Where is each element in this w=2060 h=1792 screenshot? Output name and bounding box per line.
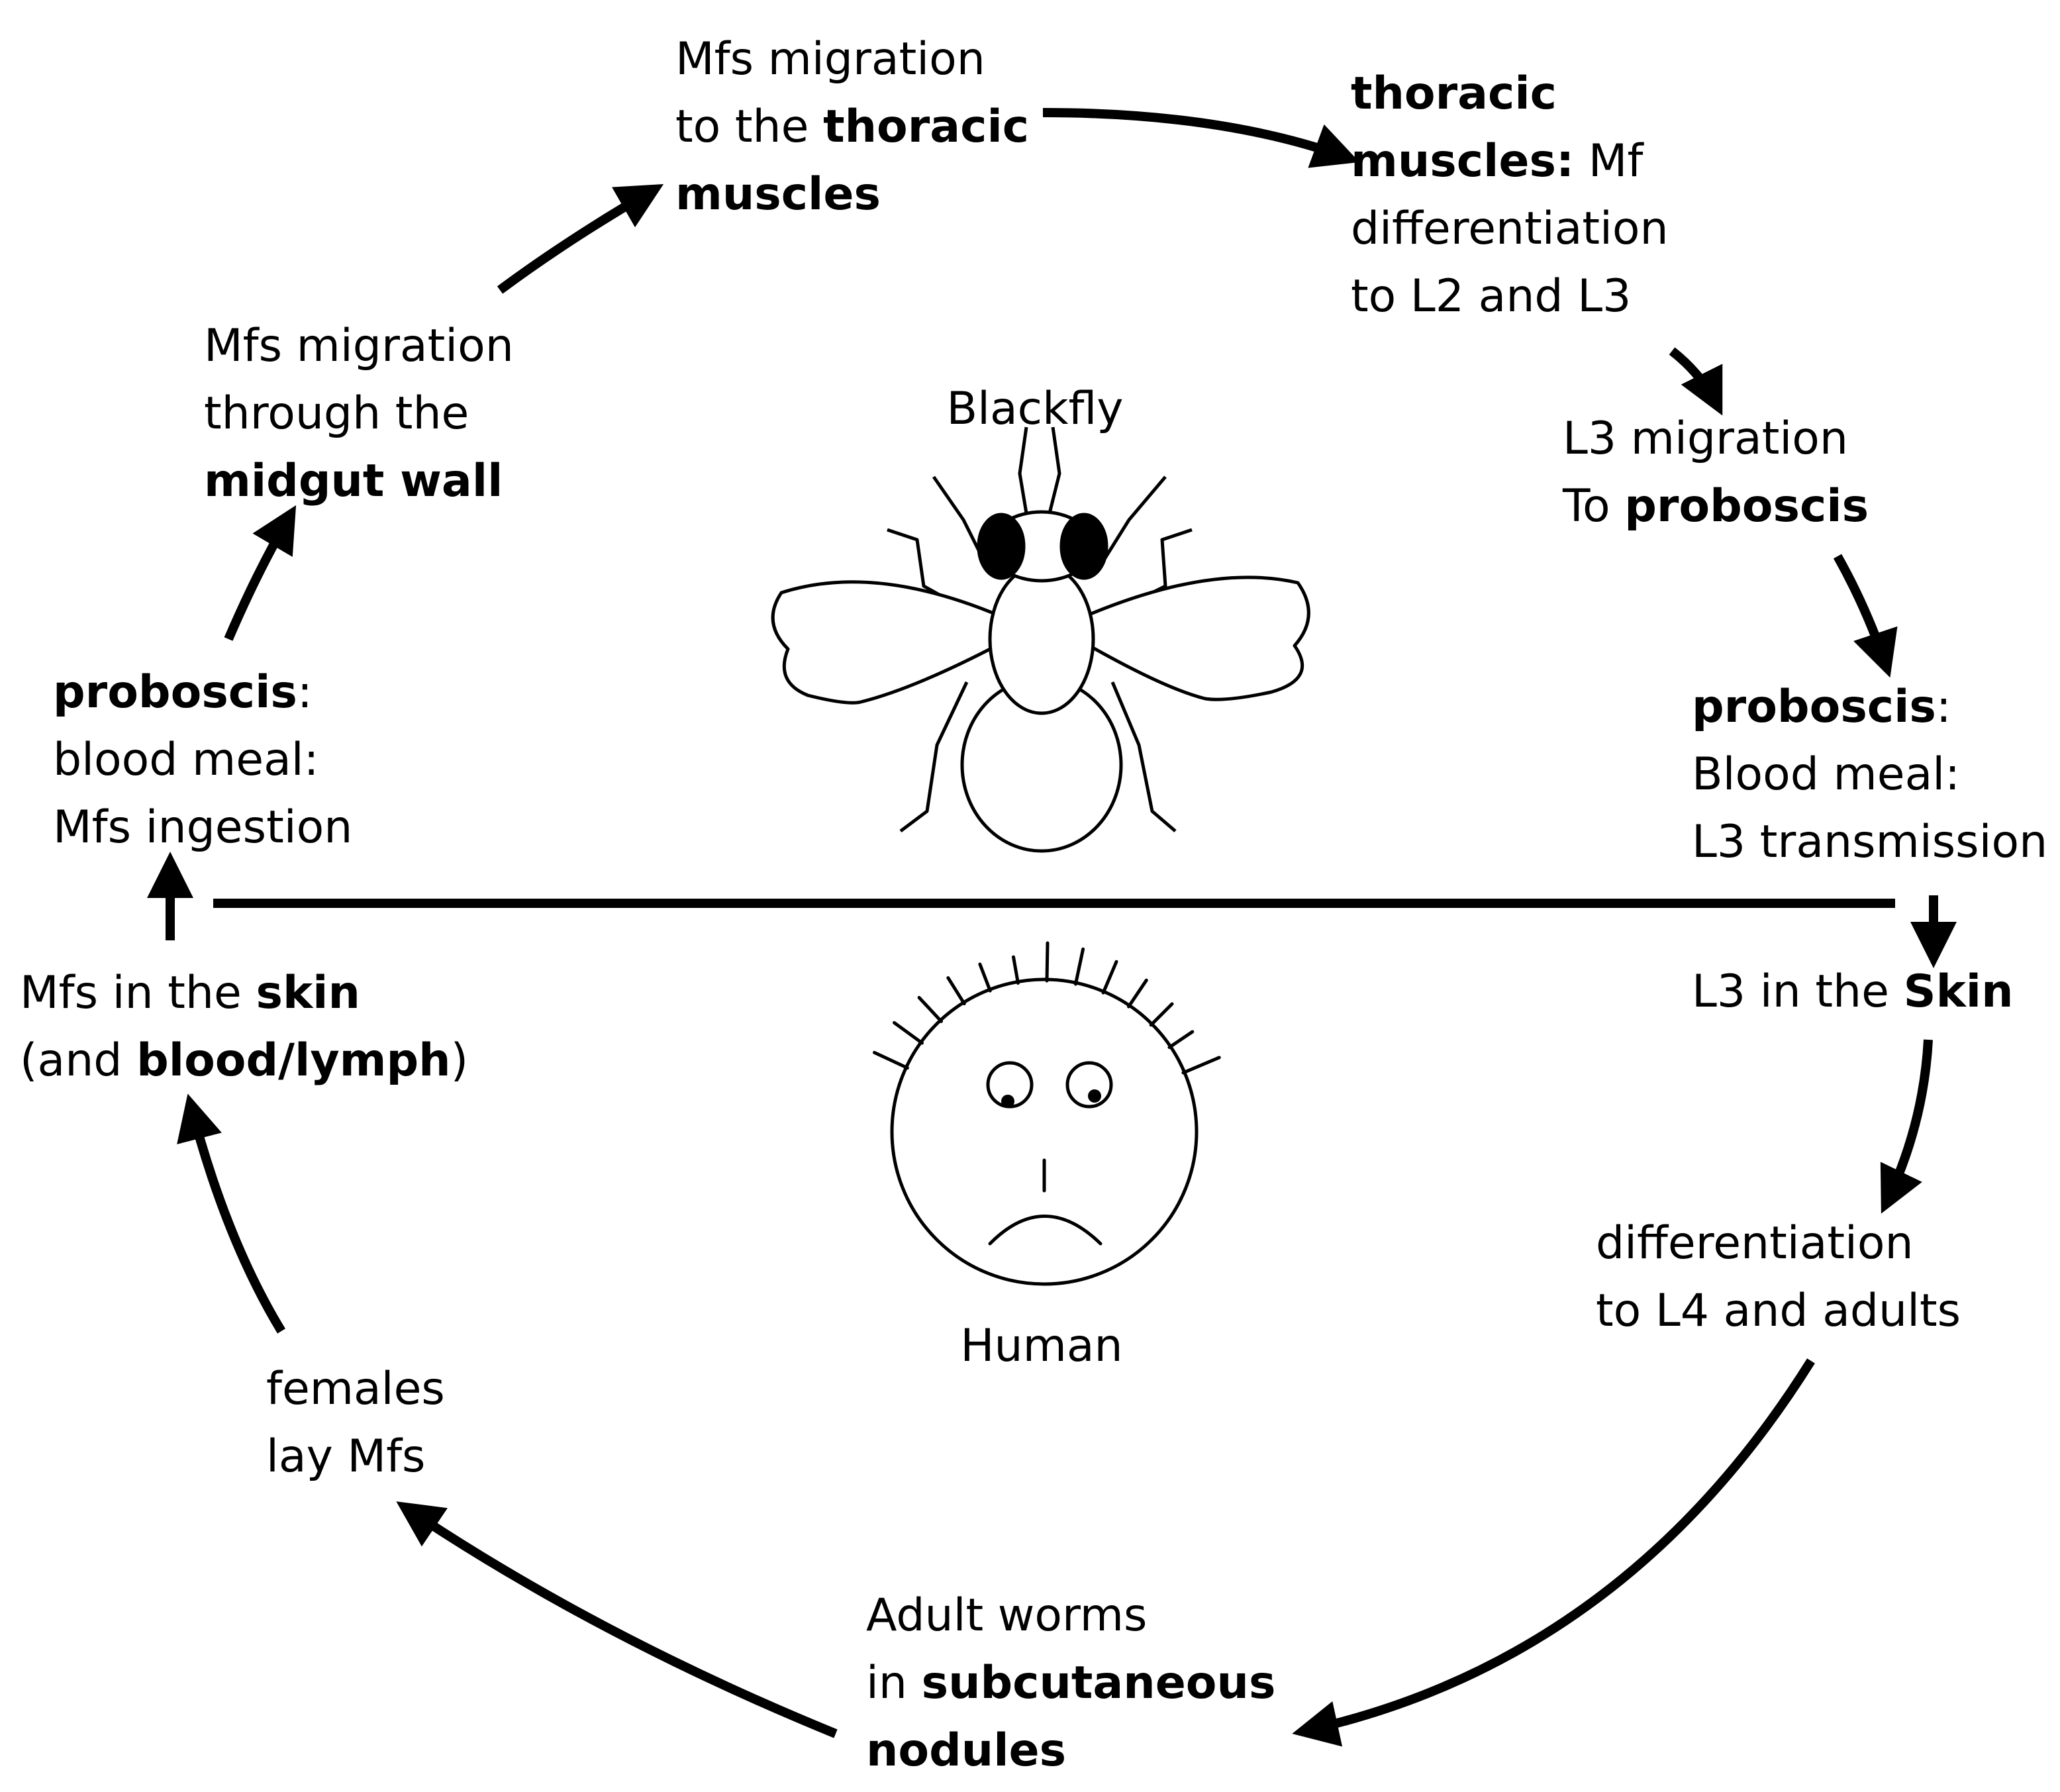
hair-strand — [893, 1020, 924, 1045]
hair-strand — [1149, 1002, 1174, 1027]
arrow-to-adult-worms — [1292, 1358, 1815, 1747]
arrow-to-females-lay — [396, 1501, 838, 1738]
stage-label-line: lay Mfs — [266, 1430, 425, 1483]
human-face-illustration — [873, 941, 1221, 1286]
hair-strand — [1127, 978, 1148, 1009]
stage-label-line: Mfs ingestion — [53, 801, 352, 854]
stage-label-line: differentiation — [1351, 203, 1669, 255]
hair-strand — [1012, 955, 1020, 985]
stage-label-l3-migration: L3 migration To proboscis — [1562, 413, 1869, 532]
stage-label-line: L3 transmission — [1692, 816, 2047, 868]
stage-label-thoracic-differentiation: thoracic muscles: Mf differentiation to L2 … — [1351, 68, 1669, 323]
stage-label-line: Blood meal: — [1692, 748, 1960, 801]
stage-label-l3-skin: L3 in the Skin — [1692, 966, 2014, 1018]
stage-label-line: Mfs migration — [675, 33, 985, 85]
stage-label-line: females — [266, 1363, 445, 1415]
stage-label-proboscis-transmission: proboscis: Blood meal: L3 transmission — [1692, 681, 2047, 868]
hair-strands — [873, 941, 1221, 1075]
stage-label-line: differentiation — [1596, 1217, 1914, 1269]
hair-strand — [1045, 941, 1050, 983]
arrow-to-mfs-skin — [177, 1093, 285, 1334]
hair-strand — [1101, 960, 1118, 995]
stage-label-mfs-skin: Mfs in the skin (and blood/lymph) — [20, 967, 468, 1087]
hair-strand — [917, 995, 943, 1023]
stage-label-line: Adult worms — [866, 1589, 1147, 1642]
arrow-midgut-to-thoracic — [497, 184, 664, 294]
hair-strand — [873, 1050, 909, 1070]
stage-label-line: L3 migration — [1563, 413, 1848, 465]
stage-label-line: blood meal: — [53, 734, 319, 786]
stage-label-line: midgut wall — [204, 455, 503, 507]
stage-label-line: Mfs migration — [204, 320, 514, 372]
hair-strand — [1181, 1056, 1221, 1075]
arrow-to-differentiation-l4 — [1880, 1039, 1933, 1214]
arrow-to-thoracic-differentiation — [1042, 108, 1360, 168]
stage-label-differentiation-l4: differentiation to L4 and adults — [1596, 1217, 1961, 1337]
stage-label-line: nodules — [866, 1724, 1066, 1777]
right-eye — [1065, 1061, 1113, 1109]
cycle-arrows — [147, 108, 1957, 1747]
stage-label-line: in subcutaneous — [866, 1657, 1275, 1709]
stage-label-line: (and blood/lymph) — [20, 1034, 468, 1087]
stage-label-line: Mfs in the skin — [20, 967, 360, 1019]
stage-label-proboscis-ingestion: proboscis: blood meal: Mfs ingestion — [53, 666, 352, 854]
frown-mouth — [988, 1215, 1103, 1246]
arrow-to-midgut — [224, 505, 297, 641]
blackfly-illustration — [771, 426, 1310, 853]
stage-label-line: L3 in the Skin — [1692, 966, 2014, 1018]
stage-label-adult-worms: Adult worms in subcutaneous nodules — [866, 1589, 1275, 1777]
stage-label-females-lay: females lay Mfs — [266, 1363, 445, 1483]
stage-label-line: to L4 and adults — [1596, 1285, 1961, 1337]
stage-label-line: to the thoracic — [675, 101, 1029, 153]
arrow-to-proboscis-transmission — [1833, 554, 1898, 678]
stage-label-midgut: Mfs migration through the midgut wall — [204, 320, 514, 507]
stage-label-line: through the — [204, 387, 469, 440]
stage-label-line: muscles: Mf — [1351, 135, 1644, 187]
arrow-to-l3-migration — [1669, 347, 1723, 416]
stage-label-line: muscles — [675, 168, 881, 221]
host-label: Human — [960, 1320, 1122, 1372]
stage-label-line: to L2 and L3 — [1351, 270, 1631, 323]
stage-label-line: thoracic — [1351, 68, 1557, 120]
vector-label: Blackfly — [946, 383, 1123, 435]
stage-label-line: proboscis: — [1692, 681, 1951, 733]
hair-strand — [1073, 947, 1085, 986]
hair-strand — [946, 976, 966, 1006]
stage-label-mf-thoracic: Mfs migration to the thoracic muscles — [675, 33, 1029, 221]
hair-strand — [1167, 1030, 1195, 1049]
stage-label-line: proboscis: — [53, 666, 313, 719]
stage-label-line: To proboscis — [1562, 480, 1869, 532]
hair-strand — [978, 962, 992, 993]
